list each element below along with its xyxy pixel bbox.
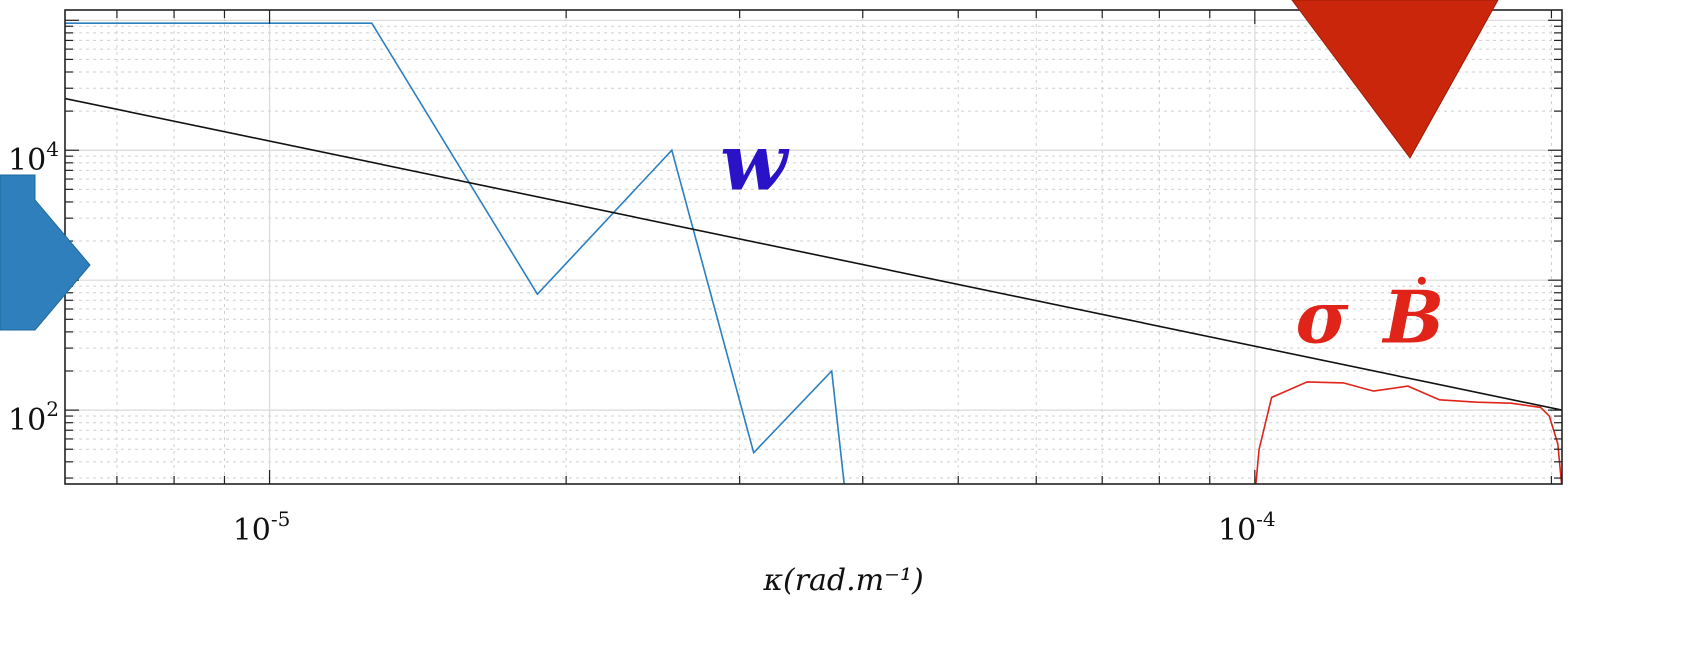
x-axis-label: κ(rad.m⁻¹)	[762, 563, 923, 598]
tick-labels: 10-5 10-4 102 104	[8, 137, 1276, 548]
annotation-sigma: σ	[1295, 275, 1349, 360]
series-line-1	[65, 22, 846, 484]
arrow-right-icon	[0, 174, 91, 331]
major-grid	[65, 10, 1562, 484]
annotation-w: w	[720, 117, 790, 208]
axes-box	[64, 9, 1563, 485]
series-line-2	[65, 97, 1562, 411]
arrow-down-icon	[1291, 0, 1499, 159]
minor-grid	[65, 10, 1562, 484]
series-layer	[65, 22, 1562, 484]
y-tick-label: 104	[8, 137, 59, 178]
y-tick-label: 102	[8, 397, 59, 438]
x-tick-label: 10-5	[233, 507, 291, 548]
series-line-3	[1255, 381, 1562, 484]
annotation-b-dot	[1417, 276, 1426, 285]
annotation-b: B	[1381, 275, 1444, 360]
x-tick-label: 10-4	[1218, 507, 1276, 548]
ticks-layer	[65, 10, 1562, 484]
markers	[0, 0, 1499, 331]
